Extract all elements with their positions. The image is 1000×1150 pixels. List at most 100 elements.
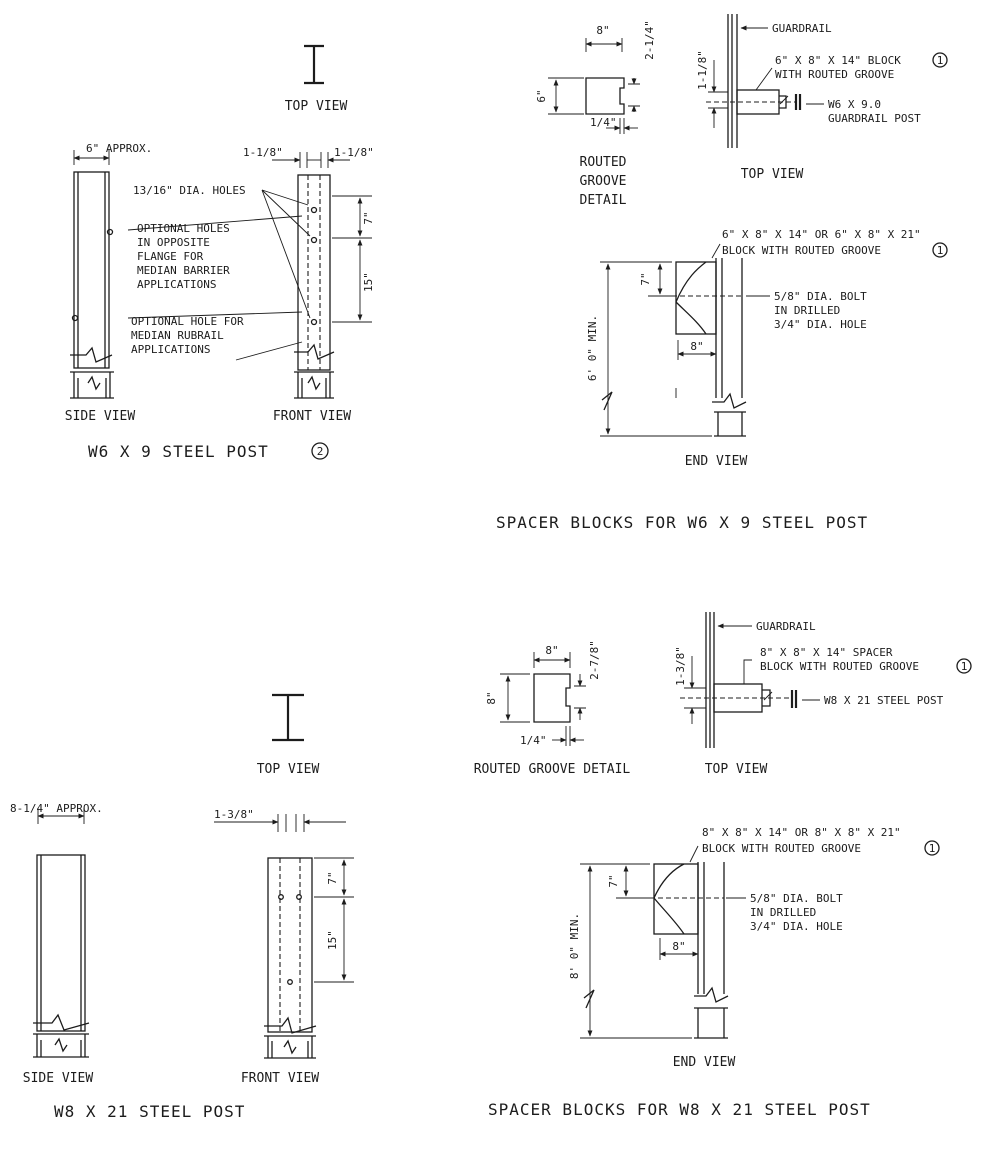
w8-top-view-label: TOP VIEW	[257, 762, 320, 777]
w6-groove-dim-6: 6"	[535, 89, 548, 102]
w6-note-mark: 2	[317, 445, 324, 458]
w8-block-mark-circle	[956, 658, 972, 674]
w8-post-note: W8 X 21 STEEL POST	[824, 694, 944, 707]
w6-min-height: 6' 0" MIN.	[586, 315, 599, 381]
w8-end-dim-8: 8"	[672, 940, 685, 953]
svg-text:ROUTED: ROUTED	[580, 155, 627, 170]
w8-guardrail-label: GUARDRAIL	[756, 620, 816, 633]
w6-block-end-note: 6" X 8" X 14" OR 6" X 8" X 21" BLOCK WIT…	[722, 228, 921, 257]
w8-dim-1-3-8: 1-3/8"	[214, 808, 254, 821]
svg-text:OPTIONAL HOLE FOR: OPTIONAL HOLE FOR	[131, 315, 244, 328]
w6-routed-groove-detail	[548, 38, 640, 134]
w6-side-view-label: SIDE VIEW	[65, 409, 136, 424]
svg-text:6" X 8" X 14" BLOCK: 6" X 8" X 14" BLOCK	[775, 54, 901, 67]
w6-block-mark-circle	[932, 52, 948, 68]
svg-text:3/4" DIA. HOLE: 3/4" DIA. HOLE	[750, 920, 843, 933]
w8-block-end-note: 8" X 8" X 14" OR 8" X 8" X 21" BLOCK WIT…	[702, 826, 901, 855]
w8-end-dim-7: 7"	[607, 874, 620, 887]
w6-end-mark: 1	[937, 244, 944, 257]
svg-text:3/4" DIA. HOLE: 3/4" DIA. HOLE	[774, 318, 867, 331]
w6-groove-dim-1-4: 1/4"	[590, 116, 617, 129]
w8-routed-groove-detail	[500, 652, 586, 746]
w6-spacer-top-view	[706, 14, 824, 148]
w6-dim-7: 7"	[362, 211, 375, 224]
svg-text:6" X 8" X 14" OR 6" X 8" X 21": 6" X 8" X 14" OR 6" X 8" X 21"	[722, 228, 921, 241]
svg-text:OPTIONAL HOLES: OPTIONAL HOLES	[137, 222, 230, 235]
svg-text:MEDIAN BARRIER: MEDIAN BARRIER	[137, 264, 230, 277]
w8-dim-15: 15"	[326, 930, 339, 950]
w6-top-dim-1-1-8: 1-1/8"	[696, 50, 709, 90]
w6-top-view-label: TOP VIEW	[285, 99, 348, 114]
w8-front-view-label: FRONT VIEW	[241, 1071, 319, 1086]
w6-routed-groove-label: ROUTED GROOVE DETAIL	[580, 155, 627, 208]
svg-text:GUARDRAIL POST: GUARDRAIL POST	[828, 112, 921, 125]
w8-front-view	[214, 814, 354, 1059]
w6-block-mark: 1	[937, 54, 944, 67]
svg-text:GROOVE: GROOVE	[580, 174, 627, 189]
w8-side-view	[33, 808, 90, 1058]
w8-approx-label: 8-1/4" APPROX.	[10, 802, 103, 815]
w8-bolt-note: 5/8" DIA. BOLT IN DRILLED 3/4" DIA. HOLE	[750, 892, 843, 933]
svg-text:8" X 8" X 14" SPACER: 8" X 8" X 14" SPACER	[760, 646, 893, 659]
w8-top-dim-1-3-8: 1-3/8"	[674, 646, 687, 686]
svg-text:IN DRILLED: IN DRILLED	[774, 304, 840, 317]
w8-block-mark: 1	[961, 660, 968, 673]
svg-text:MEDIAN RUBRAIL: MEDIAN RUBRAIL	[131, 329, 224, 342]
w6-note-mark-circle	[311, 442, 329, 460]
w6-post-top-view	[304, 44, 324, 85]
w6-dim-right-1-1-8: 1-1/8"	[334, 146, 374, 159]
w8-spacer-top-view-label: TOP VIEW	[705, 762, 768, 777]
w6-spacer-top-view-label: TOP VIEW	[741, 167, 804, 182]
w6-side-view	[70, 150, 114, 399]
svg-text:IN DRILLED: IN DRILLED	[750, 906, 816, 919]
svg-text:BLOCK WITH ROUTED GROOVE: BLOCK WITH ROUTED GROOVE	[760, 660, 919, 673]
svg-text:WITH ROUTED GROOVE: WITH ROUTED GROOVE	[775, 68, 894, 81]
w6-end-mark-circle	[932, 242, 948, 258]
w6-block-note: 6" X 8" X 14" BLOCK WITH ROUTED GROOVE	[775, 54, 901, 81]
w8-post-title: W8 X 21 STEEL POST	[54, 1102, 245, 1121]
w8-spacer-title: SPACER BLOCKS FOR W8 X 21 STEEL POST	[488, 1100, 871, 1119]
w6-front-view-label: FRONT VIEW	[273, 409, 351, 424]
w6-dim-15: 15"	[362, 272, 375, 292]
w6-groove-dim-8: 8"	[596, 24, 609, 37]
svg-text:BLOCK WITH ROUTED GROOVE: BLOCK WITH ROUTED GROOVE	[702, 842, 861, 855]
w8-end-mark: 1	[929, 842, 936, 855]
w6-spacer-end-view	[600, 243, 770, 437]
w6-front-view	[127, 152, 372, 399]
svg-text:FLANGE FOR: FLANGE FOR	[137, 250, 204, 263]
w6-post-note: W6 X 9.0 GUARDRAIL POST	[828, 98, 921, 125]
w8-end-view-label: END VIEW	[673, 1055, 736, 1070]
w6-post-title: W6 X 9 STEEL POST	[88, 442, 269, 461]
w8-end-mark-circle	[924, 840, 940, 856]
w8-block-note: 8" X 8" X 14" SPACER BLOCK WITH ROUTED G…	[760, 646, 919, 673]
svg-text:IN OPPOSITE: IN OPPOSITE	[137, 236, 210, 249]
svg-text:BLOCK WITH ROUTED GROOVE: BLOCK WITH ROUTED GROOVE	[722, 244, 881, 257]
w8-groove-dim-1-4: 1/4"	[520, 734, 547, 747]
w6-bolt-note: 5/8" DIA. BOLT IN DRILLED 3/4" DIA. HOLE	[774, 290, 867, 331]
w8-post-top-view	[272, 693, 304, 742]
w8-min-height: 8' 0" MIN.	[568, 913, 581, 979]
w6-dim-left-1-1-8: 1-1/8"	[243, 146, 283, 159]
w6-approx-label: 6" APPROX.	[86, 142, 152, 155]
w8-groove-dim-8v: 8"	[485, 691, 498, 704]
svg-text:8" X 8" X 14" OR 8" X 8" X 21": 8" X 8" X 14" OR 8" X 8" X 21"	[702, 826, 901, 839]
svg-text:APPLICATIONS: APPLICATIONS	[137, 278, 216, 291]
svg-text:5/8" DIA. BOLT: 5/8" DIA. BOLT	[750, 892, 843, 905]
svg-text:5/8" DIA. BOLT: 5/8" DIA. BOLT	[774, 290, 867, 303]
w6-end-view-label: END VIEW	[685, 454, 748, 469]
w8-spacer-top-view	[680, 612, 820, 748]
w6-end-dim-8: 8"	[690, 340, 703, 353]
svg-text:DETAIL: DETAIL	[580, 193, 627, 208]
w6-optional-hole-note: OPTIONAL HOLE FOR MEDIAN RUBRAIL APPLICA…	[131, 315, 244, 356]
w6-end-dim-7: 7"	[639, 272, 652, 285]
w8-routed-groove-label: ROUTED GROOVE DETAIL	[474, 762, 631, 777]
w6-spacer-title: SPACER BLOCKS FOR W6 X 9 STEEL POST	[496, 513, 868, 532]
svg-text:W6 X 9.0: W6 X 9.0	[828, 98, 881, 111]
w6-groove-dim-2-1-4: 2-1/4"	[643, 20, 656, 60]
w8-groove-dim-8: 8"	[545, 644, 558, 657]
w8-spacer-end-view	[580, 845, 746, 1039]
w6-holes-label: 13/16" DIA. HOLES	[133, 184, 246, 197]
w6-guardrail-label: GUARDRAIL	[772, 22, 832, 35]
